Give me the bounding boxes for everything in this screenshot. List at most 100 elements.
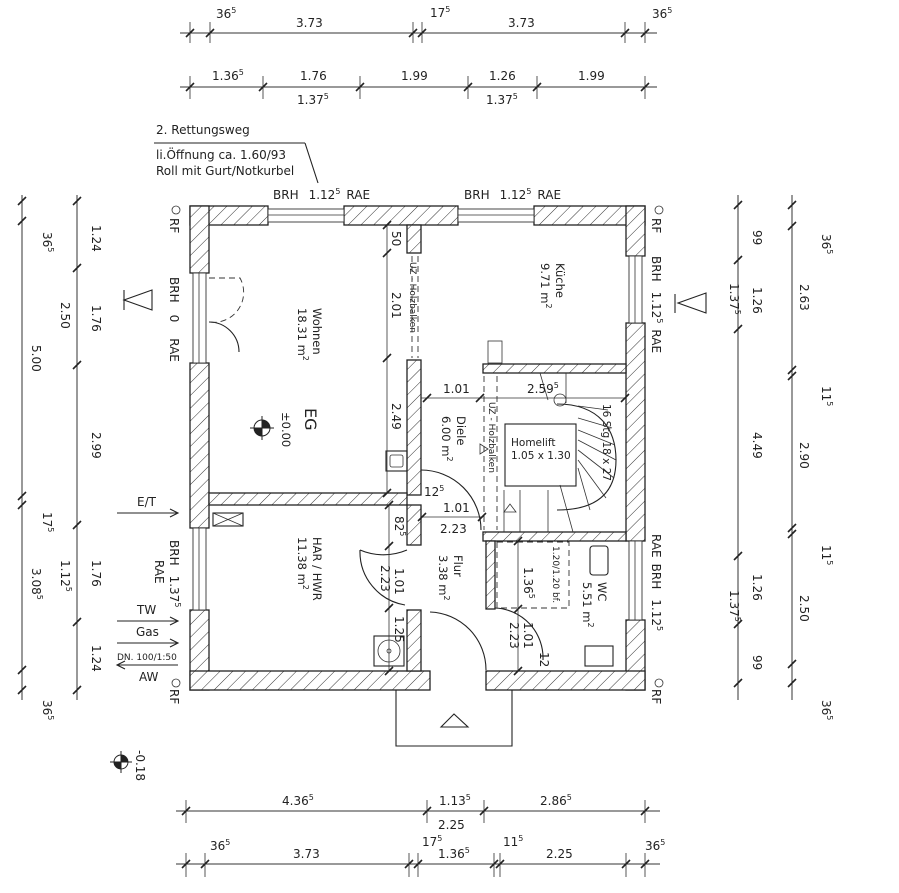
walls [189, 205, 646, 691]
window-right-upper [628, 255, 643, 324]
dim-label: 365 [819, 234, 834, 254]
dim-label: 1.26 [750, 287, 764, 314]
escape-title: 2. Rettungsweg [156, 123, 250, 137]
dim-label: 115 [819, 545, 834, 565]
dim-label: 2.63 [797, 284, 811, 311]
room-name: WC [595, 582, 609, 601]
room-area: 9.71 m2 [538, 263, 553, 309]
level-label: EG [301, 408, 320, 431]
door-swings [208, 277, 544, 671]
room-area: 11.38 m2 [295, 537, 310, 590]
room-flur: Flur 3.38 m2 [436, 555, 465, 601]
stair-label: 16 Stg 18 x 27 [600, 404, 612, 481]
dim-label: 2.595 [527, 381, 559, 396]
dim-label: 1.375 [727, 283, 742, 315]
dim-label: 2.23 [378, 565, 392, 592]
escape-line-2: Roll mit Gurt/Notkurbel [156, 164, 294, 178]
chimney-icon [385, 450, 408, 472]
dim-label: 2.90 [797, 442, 811, 469]
dim-label: 3.73 [508, 16, 535, 30]
beams: UZ - Holzbalken UZ - Holzbalken [407, 256, 498, 530]
toilet-icon [589, 545, 609, 576]
utility-aw-label: AW [139, 670, 159, 684]
dim-label: 2.99 [89, 432, 103, 459]
dim-label: 1.01 [521, 622, 535, 649]
dim-label: 1.76 [300, 69, 327, 83]
shower-area [496, 541, 570, 609]
dim-label: 50 [389, 231, 403, 246]
utility-connections: E/T TW Gas DN. 100/1:50 AW [115, 495, 180, 684]
utility-et-label: E/T [137, 495, 157, 509]
dim-label: 99 [750, 230, 764, 245]
top-dimension-row-1: 365 3.73 175 3.73 365 [180, 5, 672, 43]
section-marker-icon [122, 289, 153, 311]
dim-label: 1.365 [212, 68, 244, 83]
staircase: Homelift 1.05 x 1.30 16 Stg 18 x 27 [503, 372, 617, 533]
dim-label: 3.73 [293, 847, 320, 861]
window-left-lower [192, 527, 207, 611]
dim-label: 1.01 [443, 501, 470, 515]
dim-label: 2.865 [540, 793, 572, 808]
dim-label: 175 [40, 512, 55, 532]
fixtures [212, 340, 614, 667]
corner-label: RF [649, 689, 663, 704]
direction-arrow-icon [479, 443, 489, 455]
beam-label-1: UZ - Holzbalken [407, 262, 417, 333]
dim-label: 4.49 [750, 432, 764, 459]
left-dimensions: 365 5.00 175 3.085 365 1.24 1.76 2.99 1.… [17, 195, 153, 720]
room-area: 5.51 m2 [580, 582, 595, 628]
beam-label-2: UZ - Holzbalken [486, 402, 496, 473]
dim-label: 1.26 [489, 69, 516, 83]
section-marker-icon [674, 292, 707, 314]
level-height: ±0.00 [279, 412, 293, 447]
dim-label: 115 [503, 834, 523, 849]
dim-label: 365 [645, 838, 665, 853]
room-area: 18.31 m2 [295, 308, 310, 361]
dim-label: 4.365 [282, 793, 314, 808]
room-name: Wohnen [310, 308, 324, 355]
homelift-title: Homelift [511, 437, 555, 449]
dim-label: 1.26 [750, 574, 764, 601]
interior-dimensions: 50 2.01 2.49 1.01 2.595 125 1.01 2.23 82… [378, 220, 630, 676]
room-name: HAR / HWR [310, 537, 324, 601]
dim-label: 1.76 [89, 560, 103, 587]
window-top-right [457, 208, 535, 223]
dim-label: 2.25 [438, 818, 465, 832]
dim-label: 2.01 [389, 292, 403, 319]
entrance-steps [395, 690, 513, 747]
utility-tw-label: TW [136, 603, 156, 617]
room-kueche: Küche 9.71 m2 [538, 263, 567, 309]
bottom-dimension-row-2: 365 3.73 175 1.365 115 2.25 365 [176, 834, 665, 877]
utility-dn-label: DN. 100/1:50 [117, 653, 177, 663]
window-label-right-upper: BRH1.125RAE [649, 256, 664, 353]
dim-label: 365 [652, 6, 672, 21]
dim-label: 2.50 [797, 595, 811, 622]
homelift-box [504, 423, 577, 487]
outside-level: -0.18 [110, 750, 147, 781]
room-name: Flur [451, 555, 465, 577]
window-left-upper [192, 272, 207, 364]
window-right-lower [628, 540, 643, 621]
dim-label: 825 [392, 516, 407, 536]
utility-gas-label: Gas [136, 625, 159, 639]
room-wc: WC 5.51 m2 [580, 582, 609, 628]
dim-label: 365 [216, 6, 236, 21]
room-diele: Diele 6.00 m2 [439, 416, 489, 462]
level-marker-icon [250, 416, 274, 440]
dim-label: 1.76 [89, 305, 103, 332]
dim-label: 1.01 [392, 568, 406, 595]
room-name: Diele [454, 416, 468, 445]
dim-label: 99 [750, 655, 764, 670]
dim-label: 1.375 [486, 92, 518, 107]
window-top-left [267, 208, 345, 223]
escape-line-1: li.Öffnung ca. 1.60/93 [156, 146, 286, 162]
dim-label: 2.50 [58, 302, 72, 329]
dim-label: 365 [210, 838, 230, 853]
dim-label: 2.49 [389, 403, 403, 430]
room-wohnen: Wohnen 18.31 m2 EG ±0.00 [250, 308, 324, 447]
room-har: HAR / HWR 11.38 m2 [295, 537, 324, 601]
window-label-left-upper: BRH0RAE [167, 277, 181, 362]
room-name: Küche [553, 263, 567, 298]
sink-icon [584, 645, 614, 667]
